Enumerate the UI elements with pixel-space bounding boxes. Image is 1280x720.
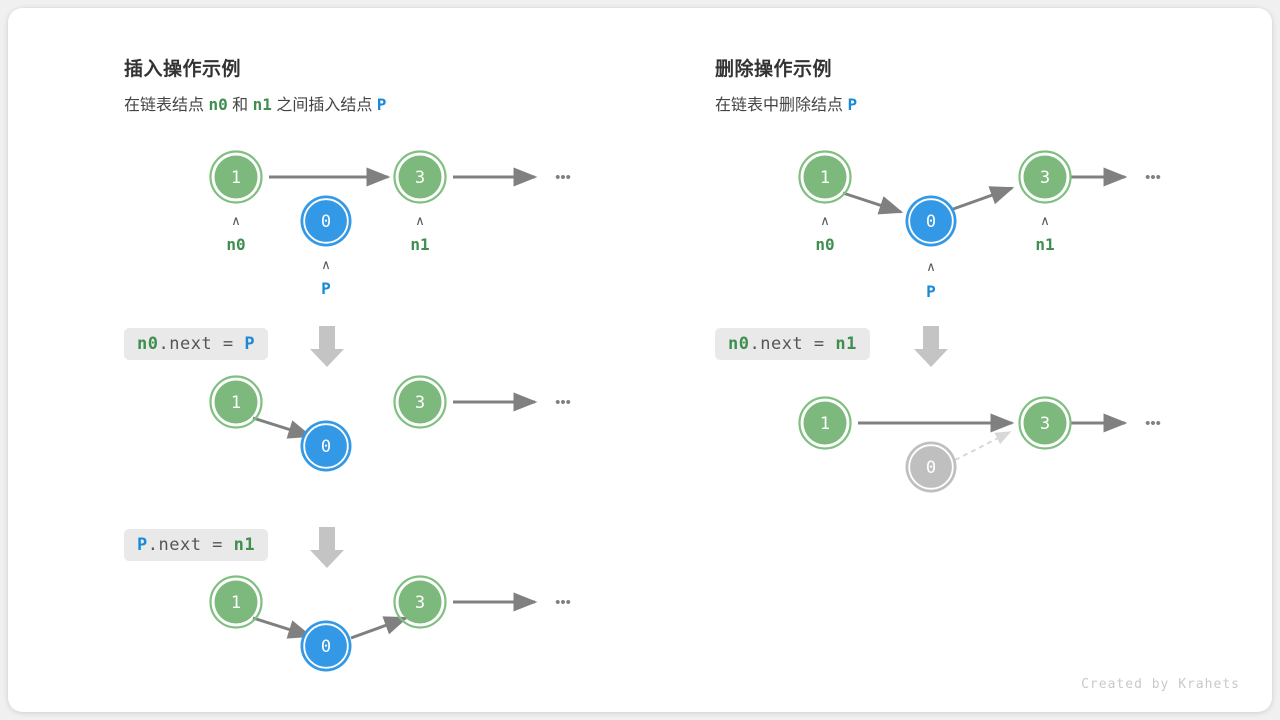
panel-title-delete: 删除操作示例 [715,59,833,80]
node-value: 1 [231,168,241,188]
subtitle-text: 之间插入结点 [271,97,377,114]
caret-icon: ∧ [231,214,241,229]
code-token-next: .next = [158,334,245,354]
insert-row-3: ••• 1 0 3 [209,575,571,672]
subtitle-token-p: P [376,95,387,114]
link-n0-p [842,191,904,215]
node-value: 0 [926,212,936,232]
step-down-arrow-delete-1 [914,326,948,367]
code-token-p: P [244,334,256,354]
credit-footer: Created by Krahets [1081,677,1240,692]
node-value: 1 [820,414,830,434]
subtitle-text: 在链表中删除结点 [715,97,848,114]
link-deleted-n1-dashed [954,431,1012,461]
node-p: 0 [300,620,352,672]
node-value: 0 [321,637,331,657]
subtitle-text: 和 [227,97,253,114]
node-label-p: P [926,282,936,301]
diagram-card: 插入操作示例 在链表结点 n0 和 n1 之间插入结点 P 删除操作示例 在链表… [8,8,1272,712]
code-token-next: .next = [749,334,836,354]
node-n0: 1 [209,150,263,204]
node-n0: 1 [209,375,263,429]
step-down-arrow-insert-1 [310,326,344,367]
node-n1: 3 [1018,396,1072,450]
node-value: 0 [321,437,331,457]
node-n0: 1 [798,396,852,450]
link-n0-p [252,416,313,439]
ellipsis: ••• [555,169,571,186]
caret-icon: ∧ [415,214,425,229]
node-value: 3 [1040,414,1050,434]
ellipsis: ••• [1145,415,1161,432]
node-value: 1 [231,593,241,613]
code-box-insert-step2: P.next = n1 [124,529,269,561]
node-value: 0 [926,458,936,478]
ellipsis: ••• [555,594,571,611]
node-value: 1 [231,393,241,413]
caret-icon: ∧ [926,260,936,275]
node-n1: 3 [393,150,447,204]
subtitle-token-n1: n1 [252,95,272,114]
node-n1: 3 [393,375,447,429]
node-deleted: 0 [905,441,957,493]
step-down-arrow-insert-2 [310,527,344,568]
node-value: 3 [415,593,425,613]
code-token-n0: n0 [137,334,159,354]
ellipsis: ••• [1145,169,1161,186]
node-n0: 1 [798,150,852,204]
code-box-insert-step1: n0.next = P [124,328,269,360]
ellipsis: ••• [555,394,571,411]
insert-row-2: ••• 1 0 3 [209,375,571,472]
node-n1: 3 [1018,150,1072,204]
node-label-n1: n1 [410,235,429,254]
node-value: 3 [415,168,425,188]
panel-subtitle-delete: 在链表中删除结点 P [715,91,857,115]
node-value: 1 [820,168,830,188]
caret-icon: ∧ [820,214,830,229]
panel-title-insert: 插入操作示例 [124,59,242,80]
insert-row-1: ••• 1 ∧ n0 0 ∧ P 3 ∧ [209,150,571,298]
panel-subtitle-insert: 在链表结点 n0 和 n1 之间插入结点 P [124,91,386,115]
node-label-n0: n0 [226,235,245,254]
diagram-svg: ••• 1 ∧ n0 0 ∧ P 3 ∧ [209,150,1161,672]
link-p-n1 [941,186,1015,215]
node-label-p: P [321,279,331,298]
node-n1: 3 [393,575,447,629]
subtitle-text: 在链表结点 [124,97,209,114]
link-n0-p [252,616,313,639]
node-label-n0: n0 [815,235,834,254]
delete-row-2: ••• 1 0 3 [798,396,1161,493]
caret-icon: ∧ [1040,214,1050,229]
code-token-next: .next = [147,535,234,555]
code-token-n0: n0 [728,334,750,354]
code-token-n1: n1 [233,535,256,555]
caret-icon: ∧ [321,258,331,273]
node-p: 0 [300,420,352,472]
node-p: 0 [300,195,352,247]
subtitle-token-p: P [847,95,858,114]
node-p: 0 [905,195,957,247]
delete-row-1: ••• 1 ∧ n0 0 ∧ P 3 ∧ n1 [798,150,1161,301]
node-label-n1: n1 [1035,235,1054,254]
code-token-n1: n1 [835,334,857,354]
node-value: 3 [415,393,425,413]
node-n0: 1 [209,575,263,629]
code-box-delete-step1: n0.next = n1 [715,328,870,360]
subtitle-token-n0: n0 [208,95,228,114]
code-token-p: P [137,535,148,555]
link-p-n1 [350,616,409,640]
node-value: 3 [1040,168,1050,188]
node-value: 0 [321,212,331,232]
